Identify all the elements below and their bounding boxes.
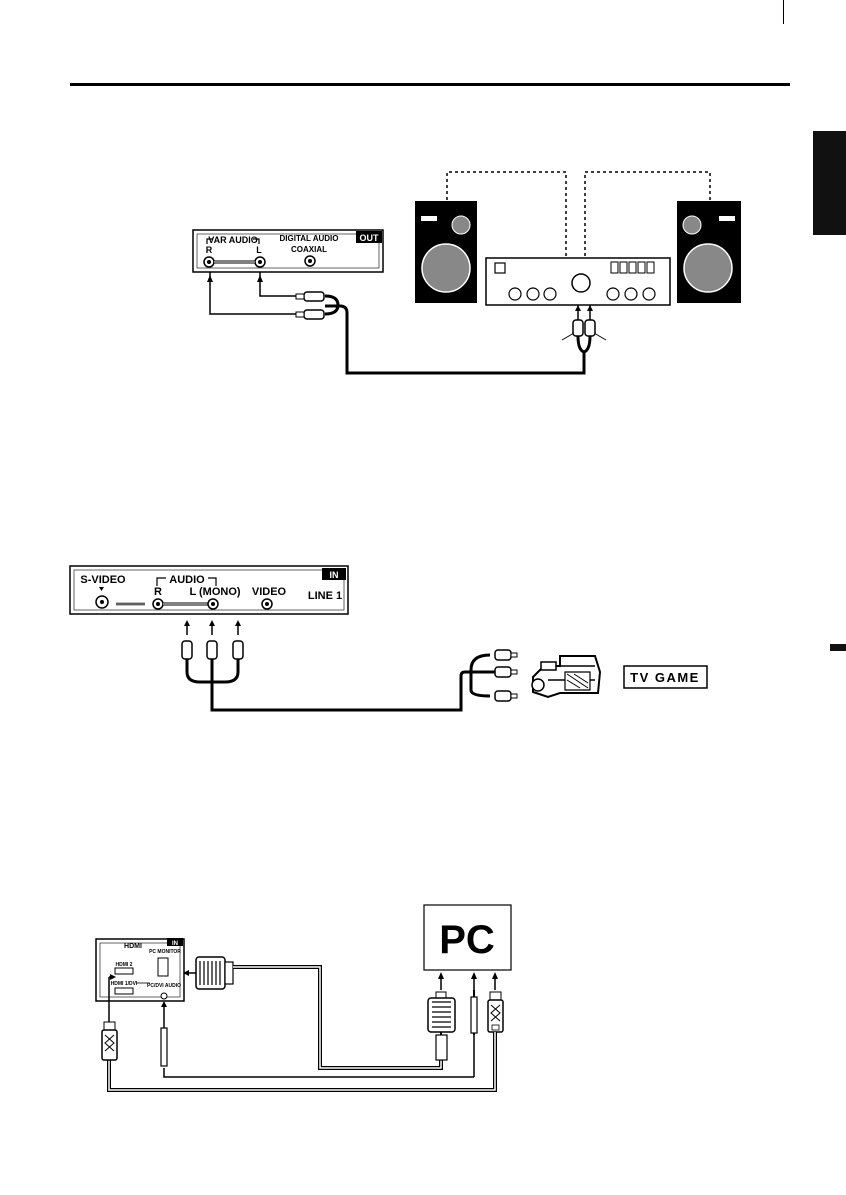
line-in-panel: IN S-VIDEO AUDIO R L (MONO) VIDEO LINE 1 xyxy=(70,566,348,614)
hdmi2-label: HDMI 2 xyxy=(116,962,133,968)
hdmi1-label: HDMI 1/DVI xyxy=(111,981,138,987)
audio-plug-pc xyxy=(471,990,477,1077)
amplifier xyxy=(486,258,672,311)
vga-plug-pc xyxy=(428,992,455,1060)
amp-rca-plugs xyxy=(573,320,595,352)
r-label: R xyxy=(154,586,162,598)
tv-game-label: TV GAME xyxy=(630,670,700,685)
pc-monitor-label: PC MONITOR xyxy=(149,949,181,955)
video-label: VIDEO xyxy=(252,586,287,598)
hdmi-logo: HDMI xyxy=(124,943,142,950)
r-label: R xyxy=(206,245,213,255)
l-label: L xyxy=(256,245,262,255)
out-label: OUT xyxy=(360,233,380,243)
coaxial-label: COAXIAL xyxy=(291,245,327,254)
audio-label: AUDIO xyxy=(169,574,205,586)
tv-game-box: TV GAME xyxy=(624,666,707,688)
var-audio-label: VAR AUDIO xyxy=(208,235,258,245)
pc-connection-diagram: IN HDMI HDMI 2 HDMI 1/DVI PC MONITOR PC/… xyxy=(0,895,846,1105)
camcorder-icon xyxy=(532,656,600,697)
l-mono-label: L (MONO) xyxy=(189,586,240,598)
pc-box: PC xyxy=(424,905,511,970)
line-in-diagram: IN S-VIDEO AUDIO R L (MONO) VIDEO LINE 1 xyxy=(0,540,846,740)
in-label: IN xyxy=(330,570,339,580)
svideo-label: S-VIDEO xyxy=(80,574,126,586)
pc-label: PC xyxy=(439,918,495,962)
pc-dvi-audio-label: PC/DVI AUDIO xyxy=(147,983,181,989)
left-speaker xyxy=(415,201,477,303)
audio-plug-panel xyxy=(161,1001,167,1066)
line-label: LINE 1 xyxy=(308,590,342,602)
right-speaker xyxy=(677,201,741,303)
vga-plug-panel xyxy=(183,957,233,989)
hdmi-plug-pc xyxy=(488,992,503,1032)
audio-out-panel: OUT VAR AUDIO R L DIGITAL AUDIO COAXIAL xyxy=(193,230,383,272)
audio-out-diagram: OUT VAR AUDIO R L DIGITAL AUDIO COAXIAL xyxy=(0,0,846,400)
digital-audio-label: DIGITAL AUDIO xyxy=(280,234,339,243)
camcorder-rca-plugs xyxy=(495,650,517,701)
in-label: IN xyxy=(172,941,178,947)
